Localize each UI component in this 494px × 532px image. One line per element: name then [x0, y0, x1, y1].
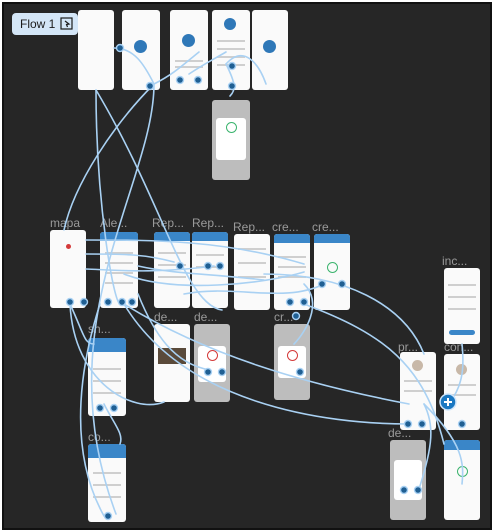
flow-label: Flow 1 [20, 17, 56, 31]
photo [158, 348, 186, 364]
label-detalle-1: de... [154, 310, 178, 324]
screen-confirm-2[interactable] [444, 440, 480, 520]
screen-confirm[interactable] [444, 354, 480, 430]
screen-reporte-1[interactable] [154, 232, 190, 308]
screen-register[interactable] [212, 10, 250, 90]
label-reporte-2: Rep... [192, 216, 225, 230]
screen-crear-3[interactable] [274, 324, 310, 400]
label-mapa: mapa [50, 216, 81, 230]
screen-reporte-3[interactable] [234, 234, 270, 310]
logo-icon [182, 34, 195, 47]
screen-detalle-3[interactable] [390, 440, 426, 520]
check-icon [457, 466, 468, 477]
screen-perfil[interactable] [400, 352, 436, 430]
logo-icon [134, 40, 147, 53]
screen-detalle-2[interactable] [194, 324, 230, 402]
screen-detalle-1[interactable] [154, 324, 190, 402]
label-incidencia: inc... [442, 254, 468, 268]
screen-login-map[interactable] [122, 10, 160, 90]
screen-mapa[interactable] [50, 230, 86, 308]
label-alertas: Ale... [100, 216, 128, 230]
map-pin-icon [66, 244, 71, 249]
alert-icon [207, 350, 218, 361]
check-icon [226, 122, 237, 133]
screen-incidencia[interactable] [444, 268, 480, 344]
logo-icon [224, 18, 236, 30]
flow-start-chip[interactable]: Flow 1 [12, 13, 78, 35]
screen-login-map-2[interactable] [252, 10, 288, 90]
label-crear-1: cre... [272, 220, 299, 234]
label-reporte-1: Rep... [152, 216, 185, 230]
avatar [412, 360, 423, 371]
screen-splash[interactable] [78, 10, 114, 90]
screen-crear-1[interactable] [274, 234, 310, 310]
flow-start-icon [60, 17, 73, 33]
label-comentarios: co... [88, 430, 111, 444]
label-share: sh... [88, 322, 111, 336]
label-detalle-3: de... [388, 426, 412, 440]
screen-comentarios[interactable] [88, 444, 126, 522]
label-reporte-3: Rep... [233, 220, 266, 234]
screen-alertas[interactable] [100, 232, 138, 308]
screen-success-modal[interactable] [212, 100, 250, 180]
avatar [456, 364, 467, 375]
screen-crear-2[interactable] [314, 234, 350, 310]
screen-login[interactable] [170, 10, 208, 90]
label-detalle-2: de... [194, 310, 218, 324]
alert-icon [287, 350, 298, 361]
screen-reporte-2[interactable] [192, 232, 228, 308]
check-icon [327, 262, 338, 273]
label-crear-3: cr... [274, 310, 294, 324]
logo-icon [263, 40, 276, 53]
label-crear-2: cre... [312, 220, 339, 234]
screen-share[interactable] [88, 338, 126, 416]
label-confirm: con... [444, 340, 474, 354]
